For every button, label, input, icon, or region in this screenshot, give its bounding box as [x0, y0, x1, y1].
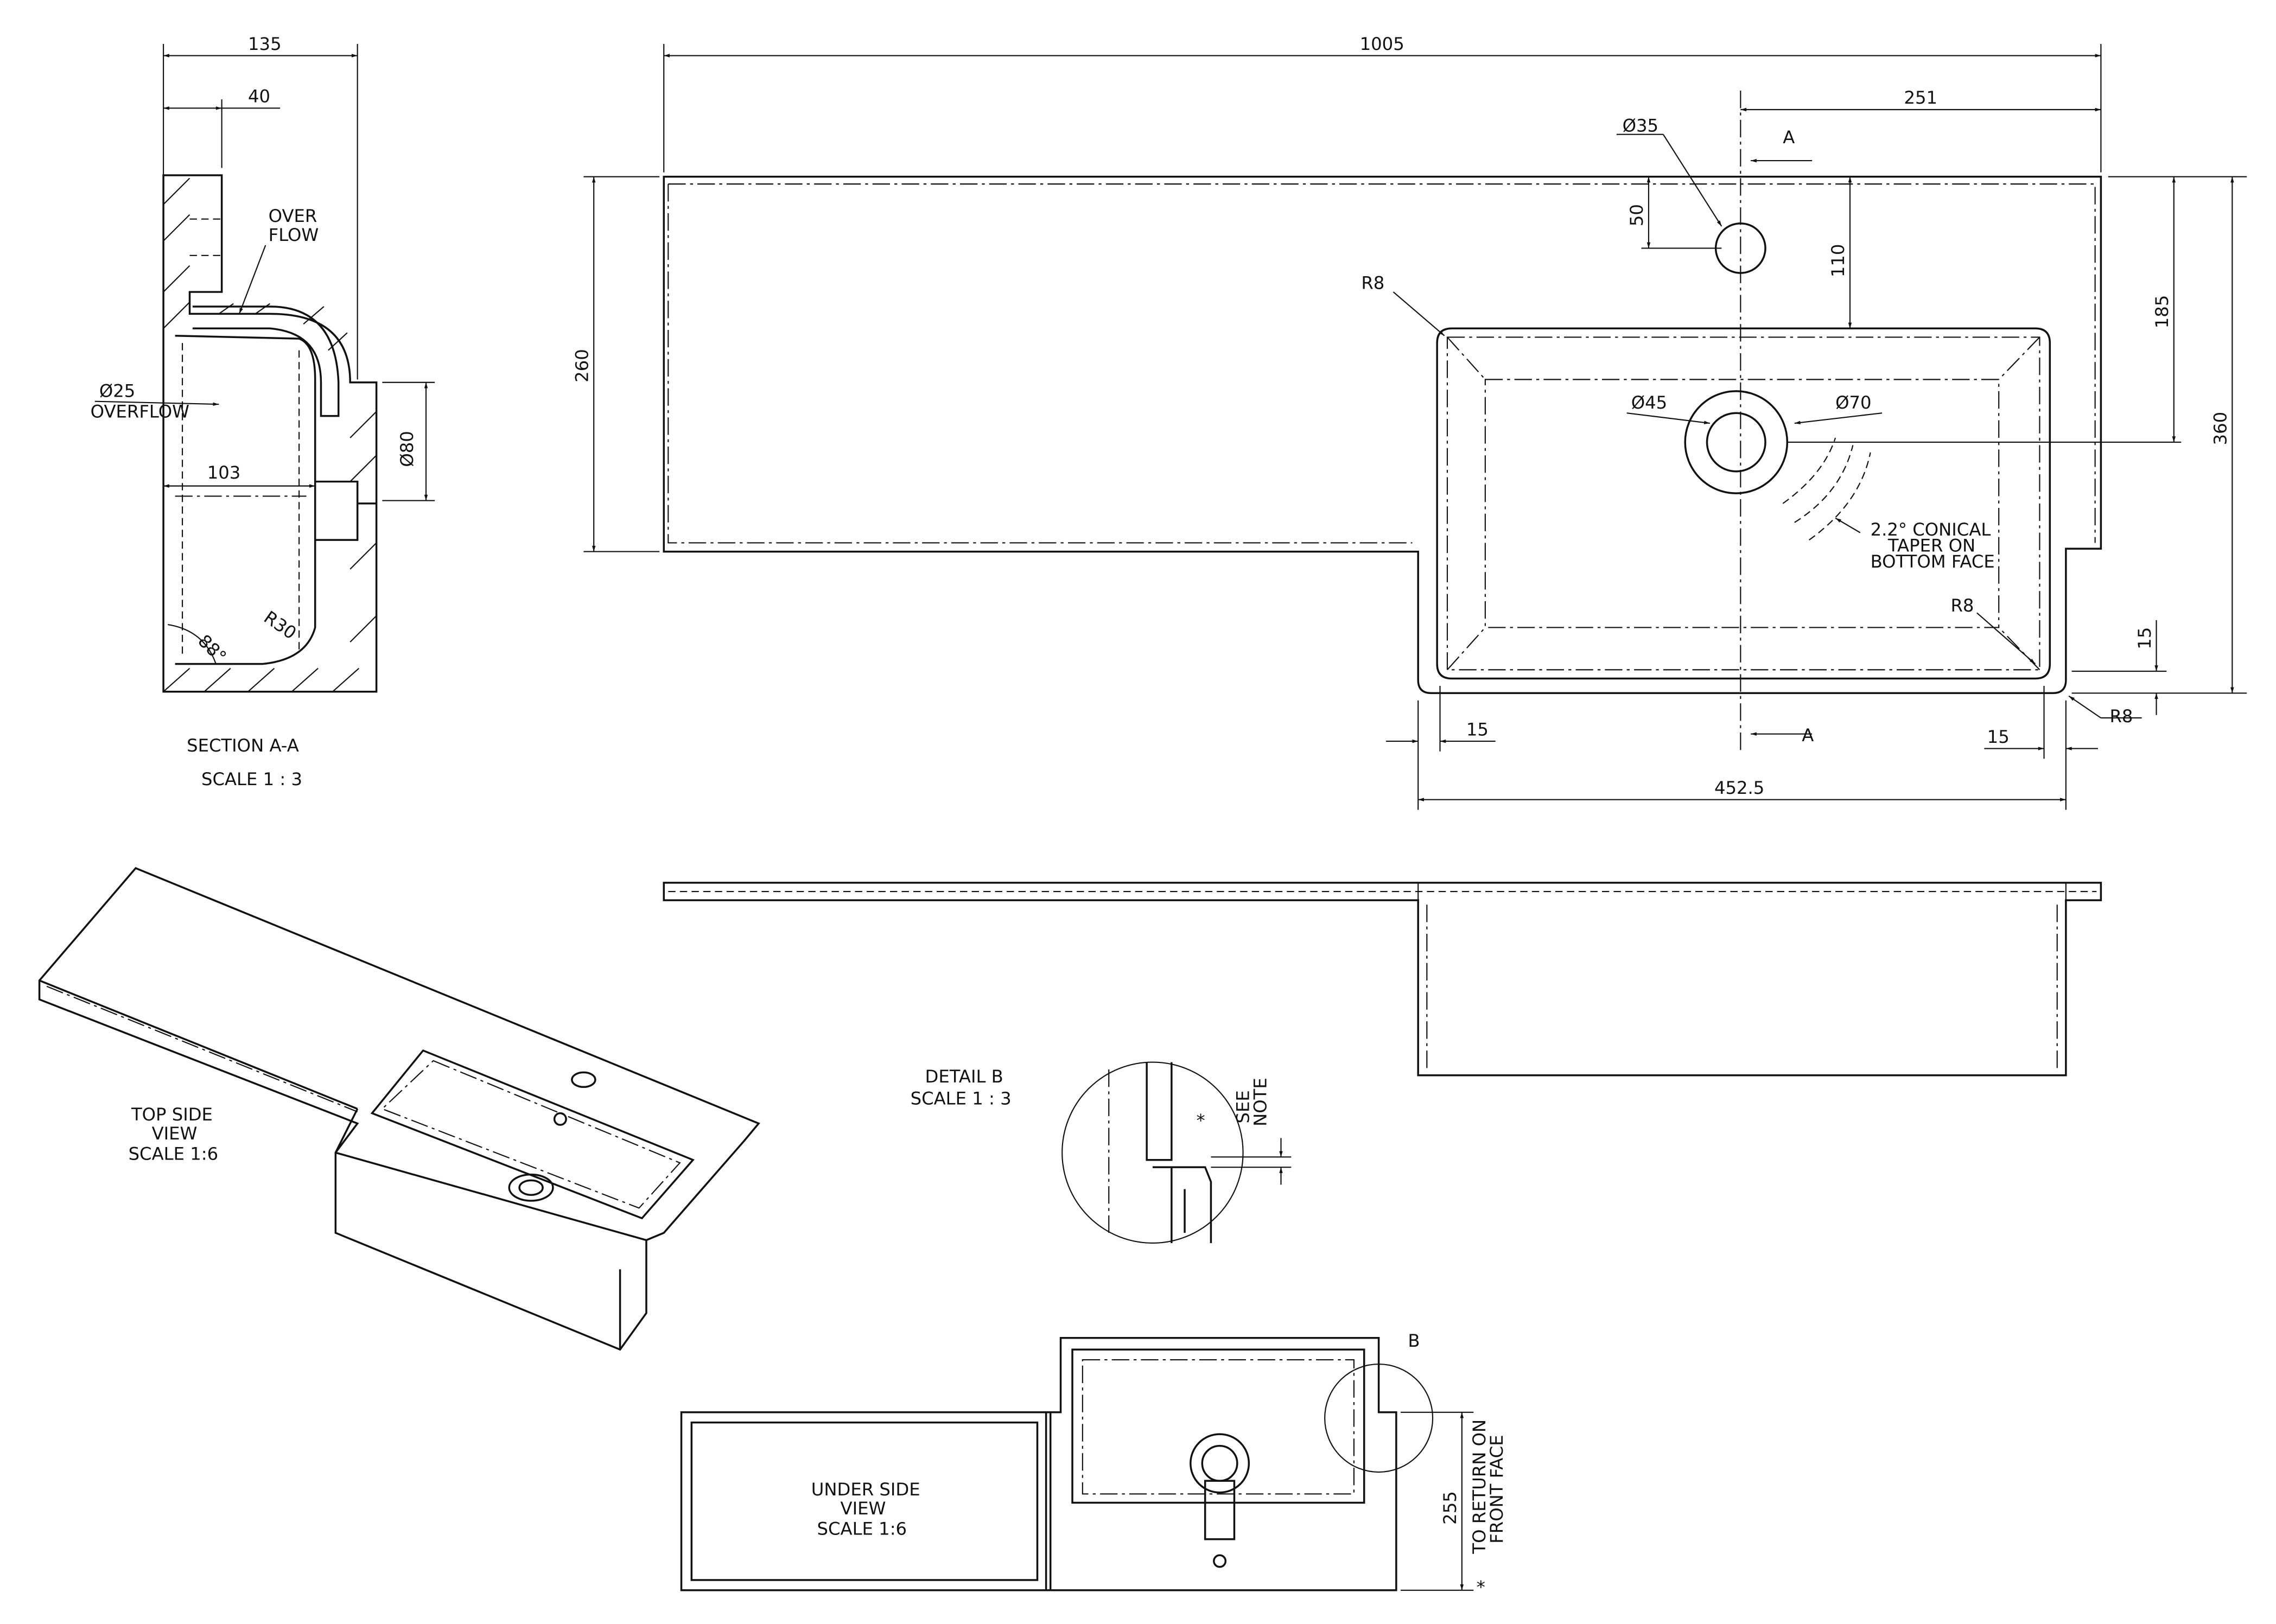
under-label-scale: SCALE 1:6: [817, 1519, 907, 1539]
detail-b-reference: B: [1408, 1330, 1420, 1351]
iso-label-line1: TOP SIDE: [131, 1104, 213, 1125]
waste-outlet-inner: [1706, 412, 1766, 473]
angle-88: 88°: [194, 631, 230, 667]
taper-note-line2: TAPER ON: [1887, 536, 1975, 556]
dim-260: 260: [571, 349, 592, 383]
section-scale: SCALE 1 : 3: [201, 769, 302, 789]
section-title: SECTION A-A: [187, 735, 299, 756]
taper-note-line3: BOTTOM FACE: [1871, 551, 1995, 572]
detail-b-star: *: [1197, 1110, 1205, 1131]
under-label-line2: VIEW: [841, 1498, 886, 1519]
dim-360: 360: [2210, 412, 2231, 445]
underside-view: B UNDER SIDE VIEW SCALE 1:6 255 TO RETUR…: [680, 1330, 1507, 1597]
section-a-marker-bottom: A: [1802, 725, 1814, 746]
dim-dia35: Ø35: [1623, 115, 1658, 136]
dim-255: 255: [1440, 1491, 1460, 1525]
dim-r8-top: R8: [1361, 273, 1384, 294]
dim-185: 185: [2152, 295, 2172, 329]
under-note-line1: TO RETURN ON: [1469, 1419, 1490, 1555]
iso-label-scale: SCALE 1:6: [129, 1144, 219, 1164]
dim-452-5: 452.5: [1714, 778, 1764, 798]
dim-135: 135: [248, 34, 282, 54]
dim-15-bottom: 15: [1987, 727, 2010, 747]
detail-b-note-line2: NOTE: [1250, 1078, 1271, 1126]
waste-outlet-outer: [1684, 390, 1789, 494]
section-a-marker-top: A: [1783, 127, 1795, 148]
dim-15-left: 15: [1466, 719, 1489, 740]
taper-note-line1: 2.2° CONICAL: [1871, 519, 1991, 540]
dim-15-right: 15: [2134, 627, 2155, 649]
under-label-line1: UNDER SIDE: [811, 1479, 920, 1500]
dim-1005: 1005: [1360, 34, 1404, 54]
dim-50: 50: [1626, 204, 1647, 226]
detail-b-note-line1: SEE: [1232, 1090, 1253, 1123]
overflow-label-line2: FLOW: [269, 225, 319, 245]
detail-b-view: DETAIL B SCALE 1 : 3 * SEE NOTE: [911, 1061, 1292, 1244]
isometric-top-view: TOP SIDE VIEW SCALE 1:6: [38, 867, 760, 1351]
radius-r30: R30: [260, 607, 300, 644]
dim-dia45: Ø45: [1631, 392, 1667, 413]
detail-b-scale: SCALE 1 : 3: [911, 1088, 1012, 1109]
dim-dia80: Ø80: [397, 431, 417, 467]
dim-r8-outer: R8: [2110, 706, 2133, 727]
dim-dia70: Ø70: [1835, 392, 1871, 413]
overflow-label-line1: OVER: [269, 206, 317, 226]
under-note-line2: FRONT FACE: [1486, 1435, 1507, 1543]
section-a-a-view: 135 40 OVER FLOW Ø25 OVERFLOW: [91, 34, 435, 789]
iso-label-line2: VIEW: [152, 1123, 198, 1144]
top-plan-view: 1005 251 Ø35 A A 50 110 R8 260 185: [571, 34, 2247, 810]
dim-dia25-note: OVERFLOW: [91, 401, 189, 422]
dim-dia25: Ø25: [99, 381, 135, 402]
dim-r8-inner: R8: [1950, 595, 1974, 616]
dim-103: 103: [207, 462, 241, 483]
dim-110: 110: [1828, 244, 1848, 278]
front-elevation-view: [663, 882, 2102, 1077]
dim-40: 40: [248, 86, 270, 107]
detail-b-title: DETAIL B: [925, 1066, 1003, 1087]
under-note-star: *: [1477, 1577, 1485, 1597]
dim-251: 251: [1904, 87, 1937, 108]
